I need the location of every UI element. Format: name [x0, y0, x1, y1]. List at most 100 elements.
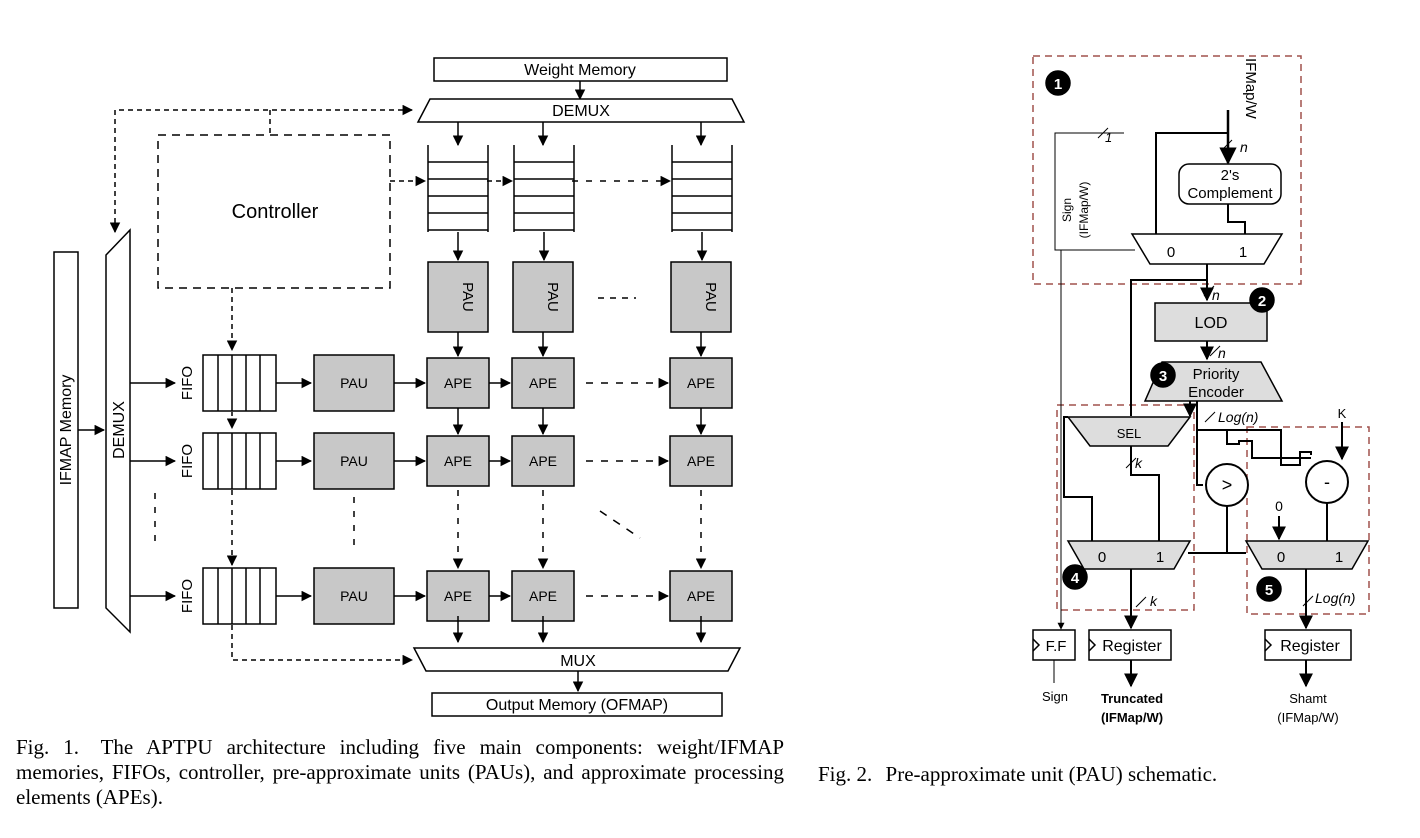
shamt-mux: [1244, 540, 1370, 570]
width-k-label-2: k: [1150, 593, 1158, 609]
aptpu-architecture-diagram: Weight Memory DEMUX Controller PAU PAU PAU…: [53, 57, 746, 717]
region-1-box: [1032, 55, 1302, 285]
ape-block: [669, 570, 733, 622]
row-fifo: [202, 567, 277, 625]
sign-output-label: Sign: [1042, 689, 1068, 704]
width-n-label-3: n: [1218, 345, 1226, 361]
step-badge: [1045, 70, 1071, 96]
ifmap-memory-block: [53, 251, 79, 609]
sign-mux: [1130, 233, 1284, 265]
row-pau-label: PAU: [340, 375, 368, 391]
step-badge: [1249, 287, 1275, 313]
width-logn-label-1: Log(n): [1218, 409, 1258, 425]
column-pau-label: PAU: [544, 282, 561, 312]
step-badge-number: 5: [1265, 582, 1273, 599]
column-pau-block: [427, 261, 489, 333]
step-badge: [1150, 362, 1176, 388]
row-pau-label: PAU: [340, 453, 368, 469]
width-n-label-1: n: [1240, 139, 1248, 155]
row-fifo-label: FIFO: [179, 444, 196, 478]
ape-block: [511, 435, 575, 487]
step-badge: [1256, 576, 1282, 602]
column-fifo: [671, 145, 733, 232]
truncate-mux-in1: 1: [1156, 549, 1164, 566]
ifmap-demux-label: DEMUX: [111, 401, 128, 459]
truncate-mux-in0: 0: [1098, 549, 1106, 566]
processing-row: FIFO PAU APE APE APE: [130, 567, 733, 625]
ape-label: APE: [529, 453, 557, 469]
sign-mux-in1: 1: [1239, 244, 1247, 261]
truncated-register: [1088, 629, 1172, 661]
processing-row: FIFO PAU APE APE APE: [130, 432, 733, 490]
ape-label: APE: [687, 375, 715, 391]
ape-label: APE: [444, 375, 472, 391]
ape-block: [669, 435, 733, 487]
weight-demux-label: DEMUX: [552, 103, 610, 120]
priority-encoder-label-1: Priority: [1193, 366, 1240, 383]
column-pau-label: PAU: [459, 282, 476, 312]
row-pau-block: [313, 432, 395, 490]
output-mux-label: MUX: [560, 653, 596, 670]
row-fifo-label: FIFO: [179, 579, 196, 613]
step-badge-number: 2: [1258, 293, 1266, 310]
shamt-mux-in1: 1: [1335, 549, 1343, 566]
twos-complement-block: [1178, 163, 1282, 205]
ape-label: APE: [529, 375, 557, 391]
figure-canvas: Weight Memory DEMUX Controller PAU PAU PAU…: [53, 55, 1370, 725]
sel-mux: [1066, 416, 1192, 447]
ifmap-demux: [105, 228, 131, 634]
ape-label: APE: [529, 588, 557, 604]
ifmap-memory-label: IFMAP Memory: [58, 375, 75, 486]
truncate-mux: [1066, 540, 1192, 570]
shamt-output-label-2: (IFMap/W): [1277, 710, 1338, 725]
row-pau-block: [313, 354, 395, 412]
subtract-label: -: [1324, 472, 1330, 492]
figure-2-caption: Fig. 2. Pre-approximate unit (PAU) schem…: [818, 762, 1378, 787]
figure-1-caption: Fig. 1. The APTPU architecture including…: [16, 735, 784, 810]
figure-1-caption-text: The APTPU architecture including five ma…: [16, 735, 785, 809]
compare-gt-label: >: [1222, 475, 1233, 495]
truncated-output-label-1: Truncated: [1101, 691, 1163, 706]
sign-label-2: (IFMap/W): [1077, 182, 1091, 239]
truncated-output-label-2: (IFMap/W): [1101, 710, 1163, 725]
sel-label: SEL: [1117, 426, 1142, 441]
region-5-box: [1246, 426, 1370, 615]
priority-encoder-label-2: Encoder: [1188, 384, 1244, 401]
ape-label: APE: [687, 453, 715, 469]
step-badge: [1062, 564, 1088, 590]
lod-block: [1154, 302, 1268, 342]
row-fifo: [202, 354, 277, 412]
row-pau-label: PAU: [340, 588, 368, 604]
pau-schematic: IFMap/W n 2's Complement 1 Sign (IFMap/W…: [1032, 55, 1370, 725]
shamt-register-label: Register: [1280, 638, 1340, 655]
ape-label: APE: [444, 453, 472, 469]
figure-1-number: Fig. 1.: [16, 735, 79, 759]
ape-block: [511, 570, 575, 622]
lod-label: LOD: [1195, 315, 1228, 332]
controller-label: Controller: [232, 201, 319, 223]
weight-memory-label: Weight Memory: [524, 62, 636, 79]
flipflop-label: F.F: [1046, 638, 1067, 655]
step-badge-number: 3: [1159, 368, 1167, 385]
ape-label: APE: [687, 588, 715, 604]
k-input-label: K: [1338, 406, 1347, 421]
shamt-mux-in0: 0: [1277, 549, 1285, 566]
input-label: IFMap/W: [1242, 58, 1259, 120]
figure-2-number: Fig. 2.: [818, 762, 873, 786]
priority-encoder-block: [1143, 361, 1284, 402]
column-pau-block: [512, 261, 574, 333]
column-pau-block: [670, 261, 732, 333]
ape-label: APE: [444, 588, 472, 604]
width-k-label-1: k: [1135, 455, 1143, 471]
column-pau-label: PAU: [702, 282, 719, 312]
width-n-label-2: n: [1212, 287, 1220, 303]
column-fifo: [427, 145, 489, 232]
zero-input-label: 0: [1275, 498, 1283, 514]
row-fifo: [202, 432, 277, 490]
column-fifo: [513, 145, 575, 232]
output-memory-block: [431, 692, 723, 717]
row-fifo-label: FIFO: [179, 366, 196, 400]
ape-block: [511, 357, 575, 409]
output-memory-label: Output Memory (OFMAP): [486, 697, 668, 714]
twos-complement-label-1: 2's: [1221, 167, 1240, 184]
